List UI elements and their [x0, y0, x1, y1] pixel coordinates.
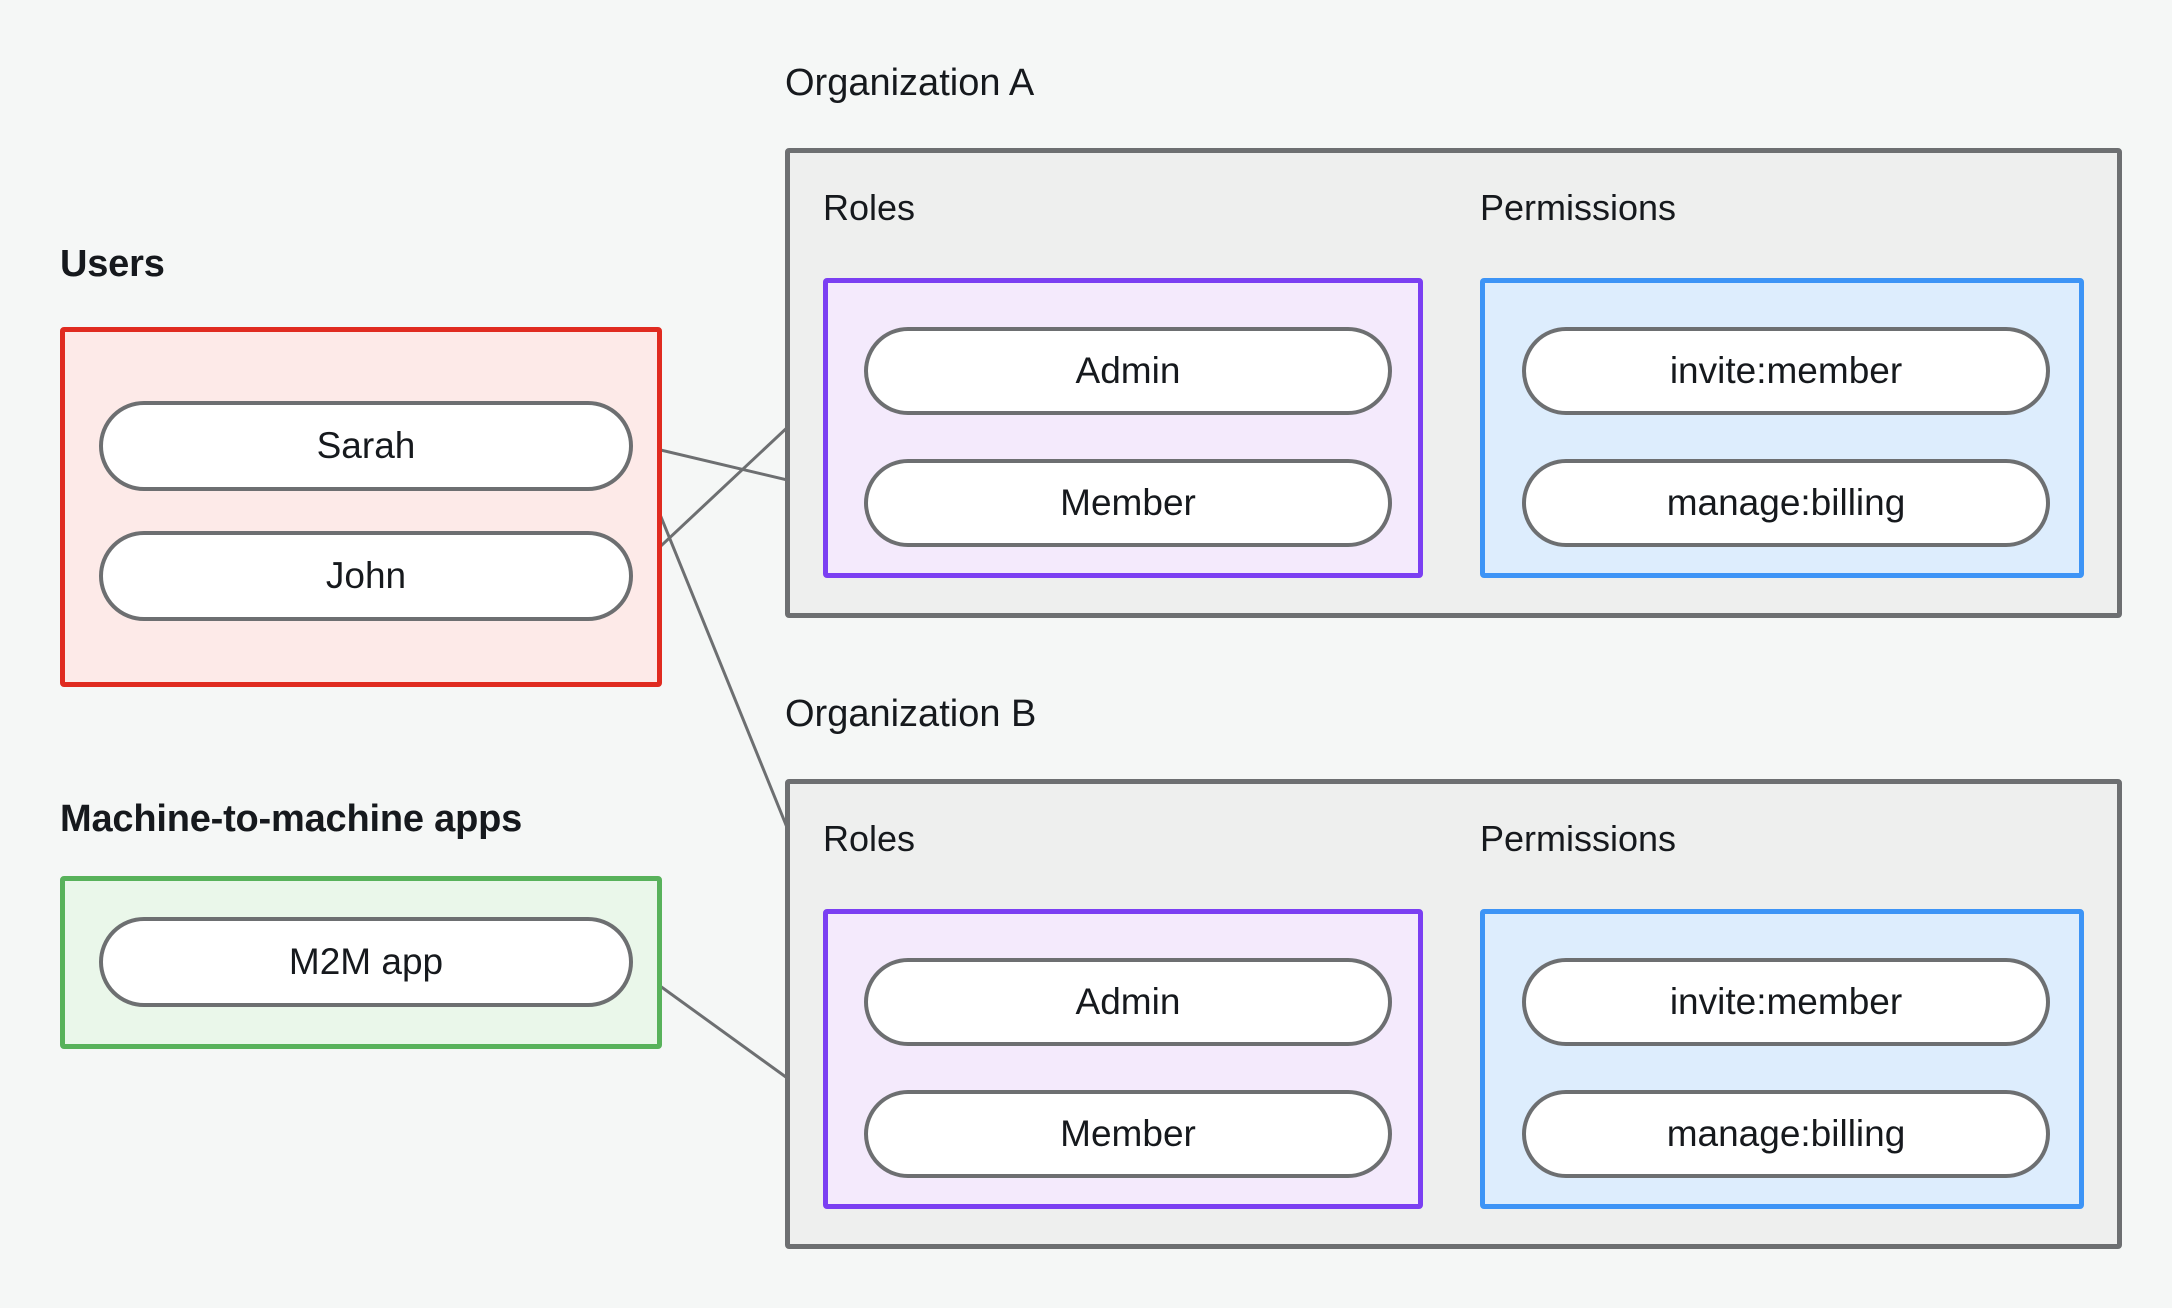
org-a-container: Roles Permissions Admin Member invite:me… [785, 148, 2122, 618]
org-b-title: Organization B [785, 693, 1037, 735]
org-a-roles-container: Admin Member [823, 278, 1423, 578]
user-node-john[interactable]: John [99, 531, 633, 621]
permission-node-orga-billing[interactable]: manage:billing [1522, 459, 2050, 547]
org-a-roles-label: Roles [823, 187, 916, 228]
org-b-roles-container: Admin Member [823, 909, 1423, 1209]
m2m-container: M2M app [60, 876, 662, 1049]
org-a-permissions-label: Permissions [1480, 187, 1677, 228]
org-a-permissions-container: invite:member manage:billing [1480, 278, 2084, 578]
m2m-group-title: Machine-to-machine apps [60, 798, 523, 840]
user-node-sarah[interactable]: Sarah [99, 401, 633, 491]
role-node-orgb-member[interactable]: Member [864, 1090, 1392, 1178]
users-group-title: Users [60, 243, 165, 285]
role-node-orgb-admin[interactable]: Admin [864, 958, 1392, 1046]
role-node-orga-admin[interactable]: Admin [864, 327, 1392, 415]
org-b-container: Roles Permissions Admin Member invite:me… [785, 779, 2122, 1249]
permission-node-orgb-billing[interactable]: manage:billing [1522, 1090, 2050, 1178]
users-container: Sarah John [60, 327, 662, 687]
permission-node-orgb-invite[interactable]: invite:member [1522, 958, 2050, 1046]
org-a-title: Organization A [785, 62, 1035, 104]
org-b-permissions-container: invite:member manage:billing [1480, 909, 2084, 1209]
permission-node-orga-invite[interactable]: invite:member [1522, 327, 2050, 415]
role-node-orga-member[interactable]: Member [864, 459, 1392, 547]
m2m-node-app[interactable]: M2M app [99, 917, 633, 1007]
org-b-permissions-label: Permissions [1480, 818, 1677, 859]
org-b-roles-label: Roles [823, 818, 916, 859]
